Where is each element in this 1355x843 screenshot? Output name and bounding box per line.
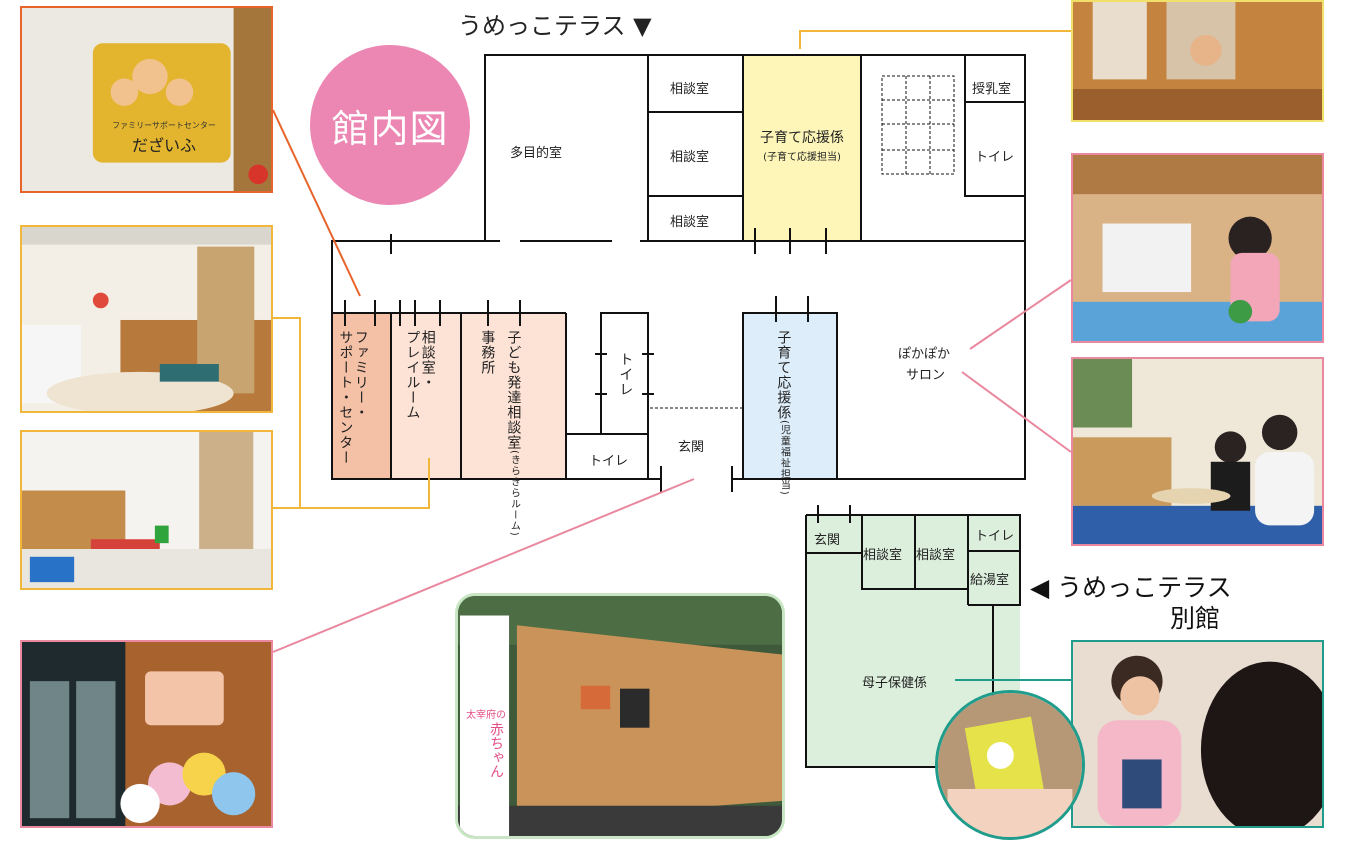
annex-label-line1: ◀ うめっこテラス — [1030, 573, 1232, 602]
annex-soudan-1: 相談室 — [863, 548, 903, 563]
development-room — [461, 313, 566, 479]
room-hattatsu-sub: (きらきらルーム) — [508, 450, 520, 537]
annex-boshi: 母子保健係 — [862, 676, 928, 691]
kosodate-top-room — [743, 55, 861, 241]
room-genkan: 玄関 — [678, 440, 705, 455]
room-junyu: 授乳室 — [972, 82, 1012, 97]
kosodate-mid-room — [743, 313, 837, 479]
photo-kosodate-counter — [1071, 0, 1324, 122]
photo-building-exterior: 太宰府の 赤ちゃん — [455, 593, 785, 839]
room-soudan-2: 相談室 — [670, 150, 710, 165]
photo-play-room-2 — [20, 430, 273, 590]
annex-toilet: トイレ — [975, 529, 1015, 544]
connector-salon-2 — [961, 371, 1072, 453]
stair-grid — [650, 75, 955, 409]
connector-genkan — [272, 478, 695, 653]
annex-label-line2: 別館 — [1170, 604, 1221, 633]
photo-play-room-1 — [20, 225, 273, 413]
room-play: 相談室・ プレイルーム — [404, 330, 435, 420]
building-label: うめっこテラス ▼ — [458, 12, 652, 40]
room-family-support-line2: サポート・センター — [337, 330, 354, 465]
room-kosodate-top-sub: (子育て応援担当) — [763, 152, 841, 163]
room-toilet-top: トイレ — [975, 150, 1015, 165]
room-kosodate-top: 子育て応援係 — [760, 130, 844, 146]
room-pokapoka-line2: サロン — [906, 368, 946, 383]
map-title: 館内図 — [331, 106, 449, 151]
sign-text-line2: だざいふ — [131, 136, 196, 155]
room-soudan-3: 相談室 — [670, 215, 710, 230]
photo-boshi — [1071, 640, 1324, 828]
photo-salon-2 — [1071, 357, 1324, 546]
room-soudan-1: 相談室 — [670, 82, 710, 97]
photo-handbook-circle — [935, 690, 1085, 840]
annex-kyuto: 給湯室 — [970, 573, 1010, 588]
banner-text-line1: 太宰府の — [466, 710, 506, 721]
connector-kosodate — [799, 30, 1071, 49]
room-toilet-v: トイレ — [617, 352, 634, 397]
room-hattatsu-line1: 子ども発達相談室 — [505, 330, 522, 450]
photo-entrance — [20, 640, 273, 828]
room-pokapoka-line1: ぽかぽか — [898, 347, 951, 362]
banner-text-line2: 赤ちゃん — [488, 722, 504, 778]
family-support-room — [332, 313, 391, 479]
connector-family — [272, 109, 361, 297]
annex-soudan-2: 相談室 — [916, 548, 956, 563]
room-toilet-bottom: トイレ — [589, 454, 629, 469]
play-room — [391, 313, 461, 479]
room-kosodate-mid: 子育て応援係(児童福祉担当) — [775, 330, 792, 496]
annex-genkan: 玄関 — [814, 533, 841, 548]
room-kosodate-mid-line1: 子育て応援係 — [775, 330, 792, 420]
map-title-badge: 館内図 — [310, 45, 470, 205]
room-family-support-line1: ファミリー・ — [352, 330, 369, 420]
sign-text-line1: ファミリーサポートセンター — [112, 121, 216, 130]
photo-salon-1 — [1071, 153, 1324, 343]
connector-salon-1 — [969, 279, 1072, 350]
room-play-line1: 相談室・ — [419, 330, 436, 390]
room-tamokuteki: 多目的室 — [510, 146, 563, 161]
room-family-support: ファミリー・ サポート・センター — [337, 330, 368, 465]
room-jimusho: 事務所 — [479, 330, 496, 375]
room-play-line2: プレイルーム — [404, 330, 421, 420]
room-kosodate-mid-sub: (児童福祉担当) — [778, 420, 790, 496]
photo-family-support-sign: ファミリーサポートセンター だざいふ — [20, 6, 273, 193]
room-hattatsu: 子ども発達相談室(きらきらルーム) — [505, 330, 522, 537]
